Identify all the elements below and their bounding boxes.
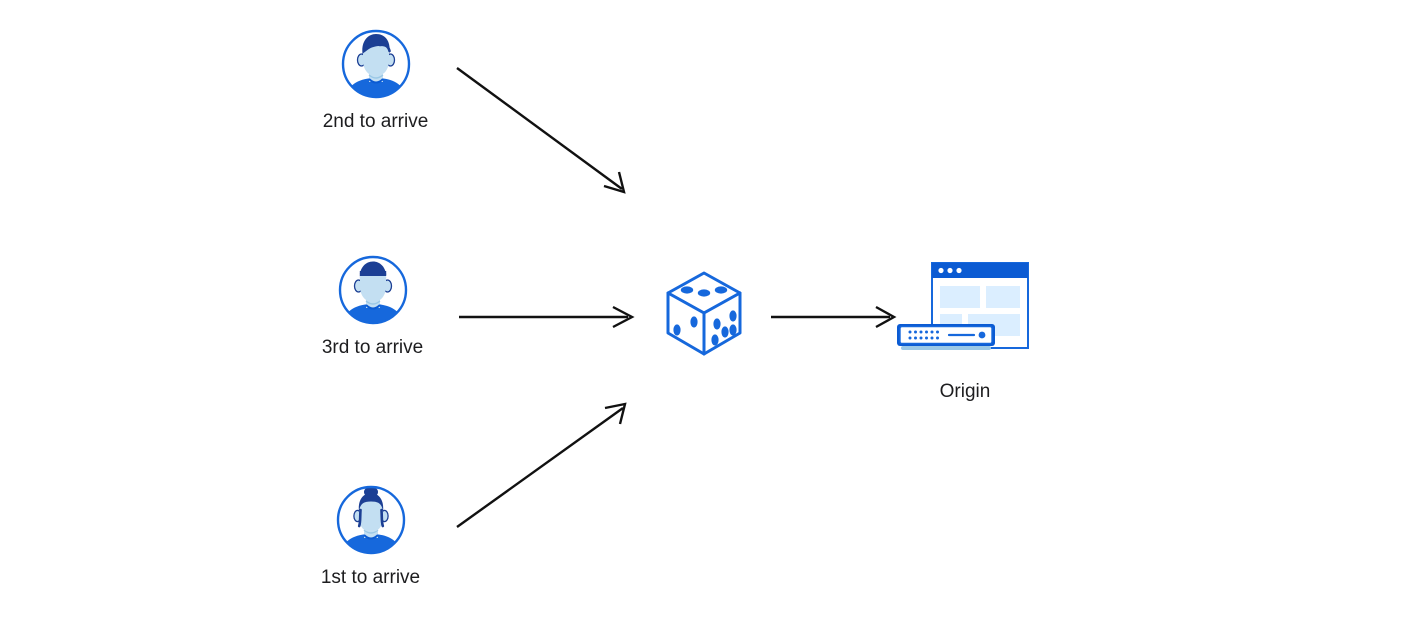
node-label-origin: Origin — [939, 381, 991, 402]
node-label-client-1st: 1st to arrive — [320, 567, 421, 588]
node-label-client-3rd: 3rd to arrive — [321, 337, 424, 358]
origin-server-icon — [890, 258, 1040, 368]
arrow-1st-to-dice — [456, 402, 627, 528]
node-client-1st[interactable]: 1st to arrive — [298, 484, 443, 590]
node-randomizer[interactable] — [660, 268, 748, 360]
arrow-2nd-to-dice — [456, 67, 626, 194]
user-avatar-icon — [337, 254, 409, 326]
node-client-2nd[interactable]: 2nd to arrive — [303, 28, 448, 134]
node-client-3rd[interactable]: 3rd to arrive — [300, 254, 445, 360]
dice-icon — [660, 268, 748, 360]
node-origin[interactable]: Origin — [890, 258, 1040, 404]
user-avatar-icon — [335, 484, 407, 556]
rack-server-shape — [897, 324, 995, 350]
arrow-dice-to-origin — [771, 305, 897, 329]
user-avatar-icon — [340, 28, 412, 100]
arrow-3rd-to-dice — [459, 305, 635, 329]
node-label-client-2nd: 2nd to arrive — [322, 111, 429, 132]
